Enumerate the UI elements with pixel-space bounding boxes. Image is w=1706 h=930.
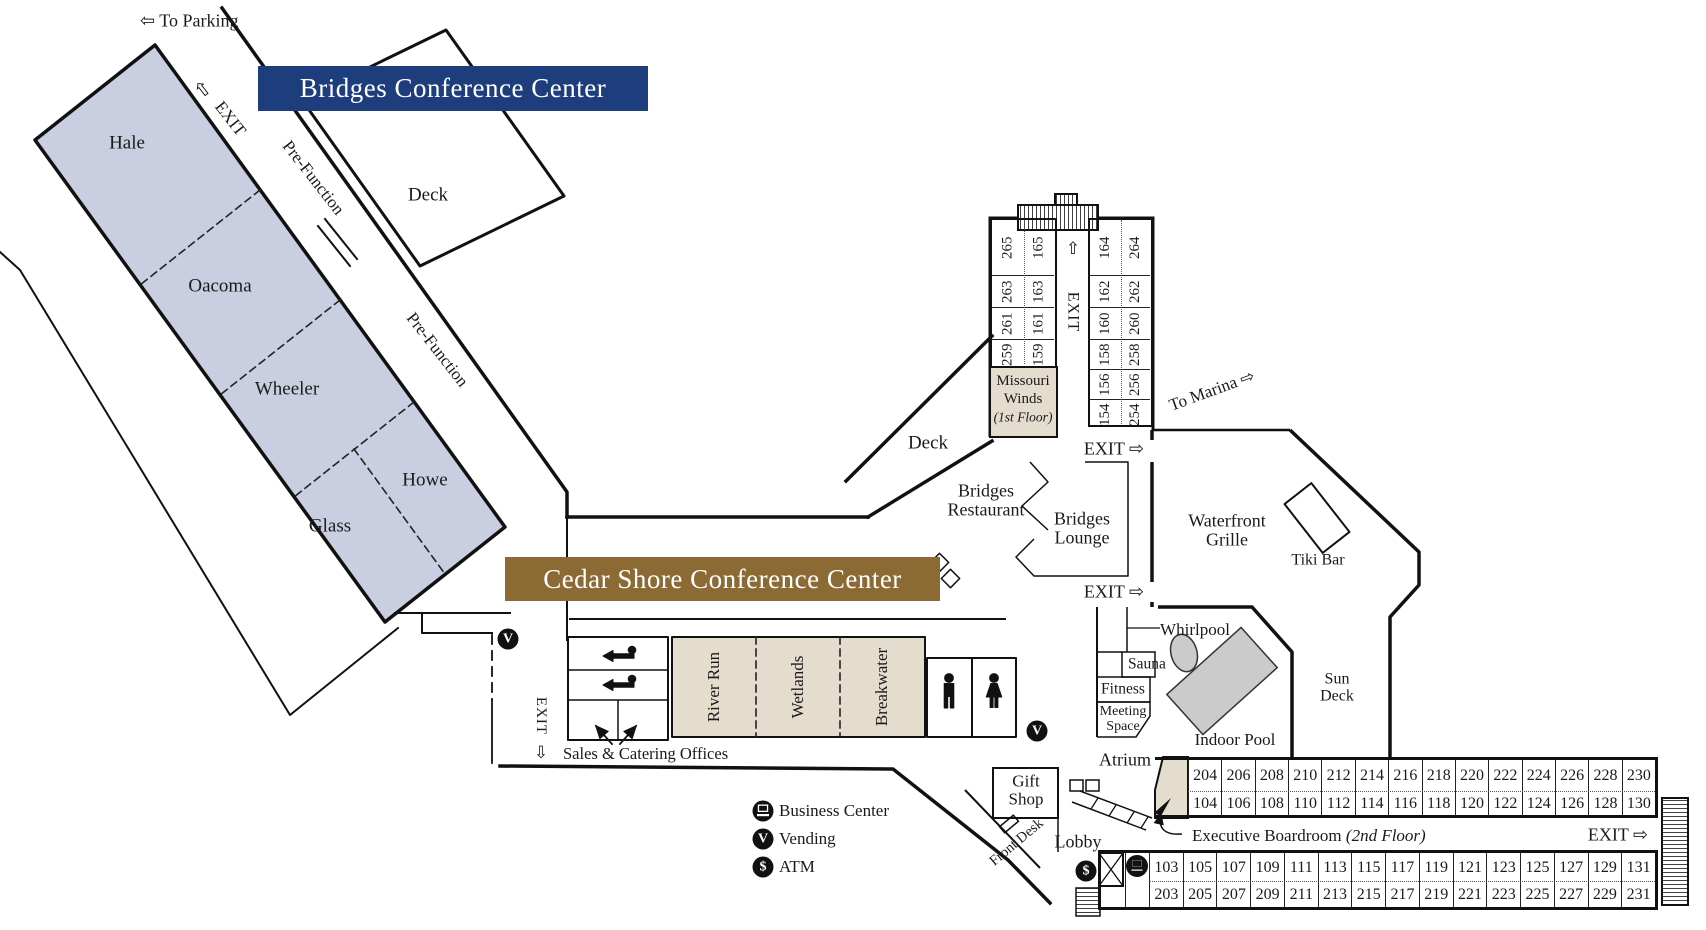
fitness-label: Fitness <box>1101 680 1145 698</box>
vending-icon-2: V <box>1026 720 1048 742</box>
indoor-pool-shape <box>1165 626 1279 736</box>
deck-nw-label: Deck <box>407 184 449 206</box>
legend-atm-label: ATM <box>779 856 815 876</box>
executive-boardroom-label: Executive Boardroom (2nd Floor) <box>1192 825 1426 845</box>
atm-legend-icon: $ <box>752 856 774 878</box>
whirlpool-label: Whirlpool <box>1160 619 1230 639</box>
room-howe-label: Howe <box>402 469 448 491</box>
room-wetlands-label: Wetlands <box>787 655 807 719</box>
whirlpool-shape <box>1169 633 1199 673</box>
exit-north-label: EXIT <box>1064 291 1082 333</box>
room-breakwater-label: Breakwater <box>871 647 891 727</box>
bridges-conference-block <box>0 5 569 716</box>
to-parking-label: ⇦ To Parking <box>140 10 239 32</box>
cedar-shore-block <box>394 333 1053 906</box>
missouri-winds-floor: (1st Floor) <box>993 409 1053 425</box>
atm-icon: $ <box>1075 860 1097 882</box>
north-wing <box>988 193 1155 438</box>
vending-icon-1: V <box>497 628 519 650</box>
tiki-bar-label: Tiki Bar <box>1291 551 1345 569</box>
exit-north-arrow-icon: ⇧ <box>1065 238 1081 259</box>
room-hale-label: Hale <box>109 132 145 154</box>
atrium-label: Atrium <box>1099 749 1151 770</box>
cedar-shore-conference-center-banner: Cedar Shore Conference Center <box>505 557 940 601</box>
business-center-legend-icon <box>752 800 774 822</box>
exit-ne-label: EXIT ⇨ <box>1083 438 1145 460</box>
legend-business-center-label: Business Center <box>779 800 890 820</box>
sales-catering-label: Sales & Catering Offices <box>563 744 729 764</box>
room-glass-label: Glass <box>308 515 352 537</box>
recreation-area <box>1096 607 1279 738</box>
missouri-winds-line1: Missouri <box>996 372 1050 389</box>
exit-east-label: EXIT ⇨ <box>1587 824 1649 846</box>
legend-vending-label: Vending <box>779 828 836 848</box>
room-wheeler-label: Wheeler <box>254 378 320 400</box>
exit-south-label: EXIT <box>533 696 550 736</box>
east-wing-linework <box>1075 756 1689 917</box>
exit-south-arrow-icon: ⇩ <box>533 742 549 763</box>
waterfront-area <box>1150 428 1421 757</box>
lobby-label: Lobby <box>1054 831 1102 852</box>
vending-legend-icon: V <box>752 828 774 850</box>
missouri-winds-line2: Winds <box>1003 390 1043 407</box>
room-oacoma-label: Oacoma <box>188 275 252 297</box>
bridges-conference-center-banner: Bridges Conference Center <box>258 66 648 111</box>
room-river-run-label: River Run <box>703 651 723 723</box>
indoor-pool-label: Indoor Pool <box>1194 729 1276 749</box>
ballroom-dividers <box>138 188 447 576</box>
deck-south-label: Deck <box>907 432 949 454</box>
exit-2-label: EXIT ⇨ <box>1083 581 1145 603</box>
sauna-label: Sauna <box>1128 655 1166 673</box>
